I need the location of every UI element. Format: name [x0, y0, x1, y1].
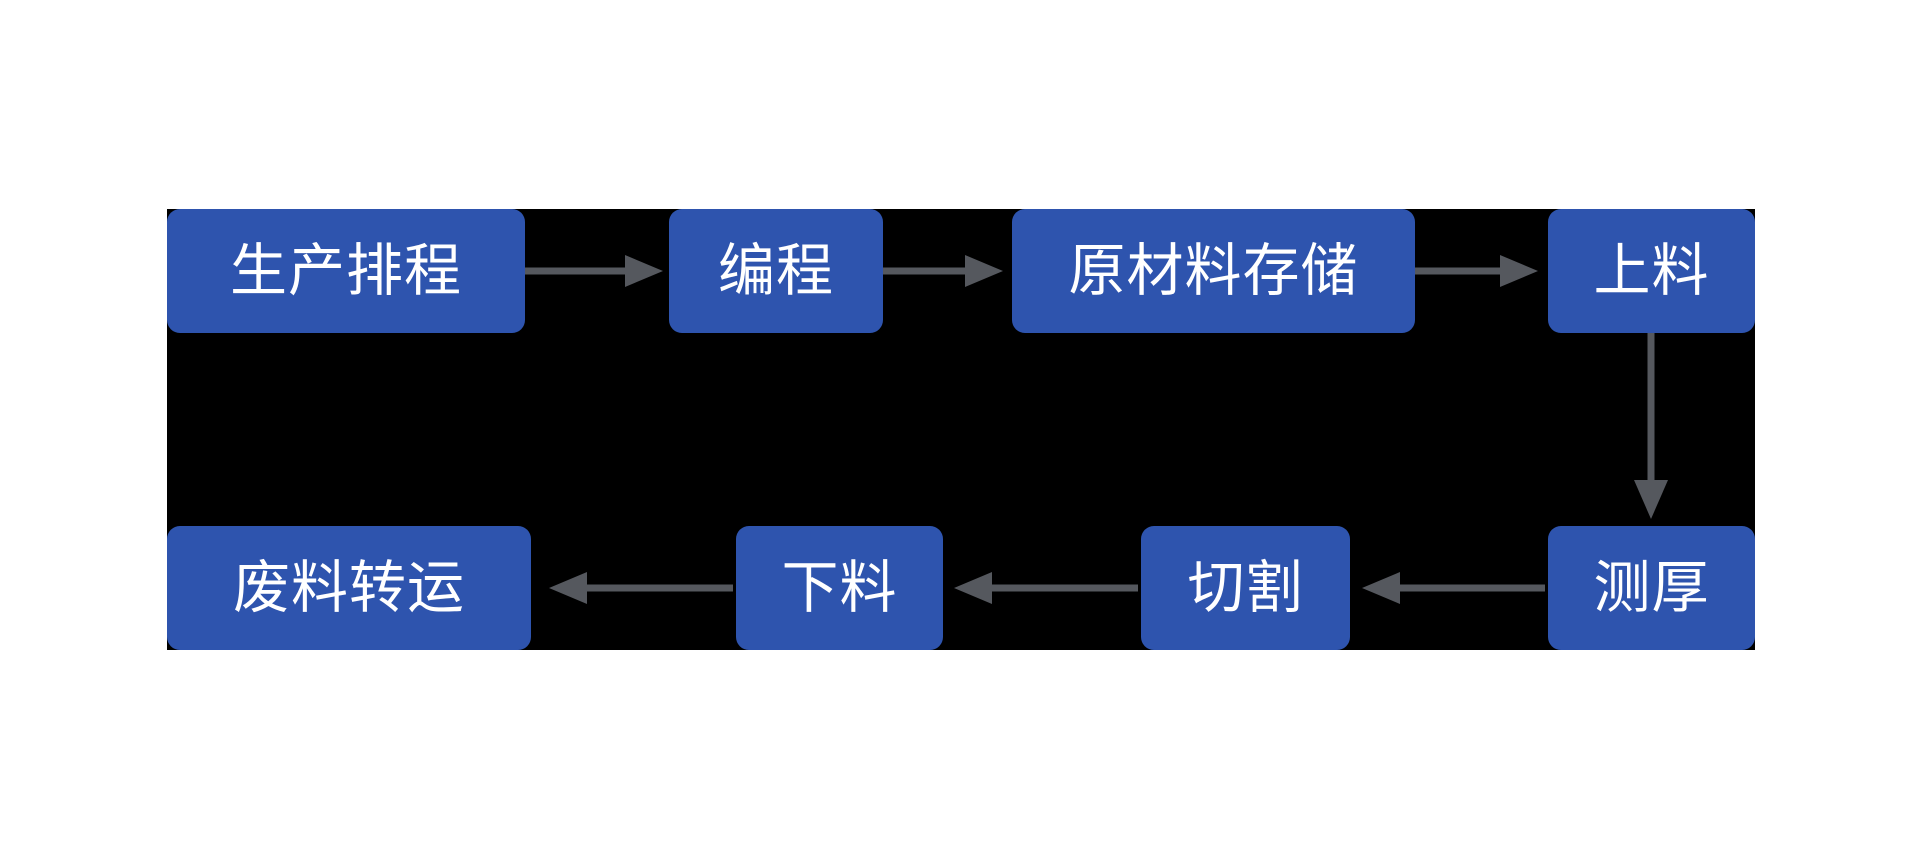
flow-node-label: 切割 [1187, 555, 1304, 620]
flow-node-label: 测厚 [1593, 555, 1710, 620]
flow-node-cutting: 切割 [1141, 526, 1350, 650]
flow-node-label: 原材料存储 [1068, 238, 1359, 303]
flow-node-label: 下料 [781, 555, 898, 620]
flow-node-label: 生产排程 [230, 238, 462, 303]
flow-node-unloading: 下料 [736, 526, 943, 650]
flow-node-label: 编程 [718, 238, 834, 303]
flow-node-programming: 编程 [669, 209, 883, 333]
flow-node-loading: 上料 [1548, 209, 1755, 333]
flow-node-production-scheduling: 生产排程 [167, 209, 525, 333]
flow-node-label: 上料 [1593, 238, 1710, 303]
flow-node-thickness-measuring: 测厚 [1548, 526, 1755, 650]
flow-node-label: 废料转运 [233, 555, 465, 620]
flow-node-scrap-transfer: 废料转运 [167, 526, 531, 650]
flow-node-raw-material-storage: 原材料存储 [1012, 209, 1415, 333]
